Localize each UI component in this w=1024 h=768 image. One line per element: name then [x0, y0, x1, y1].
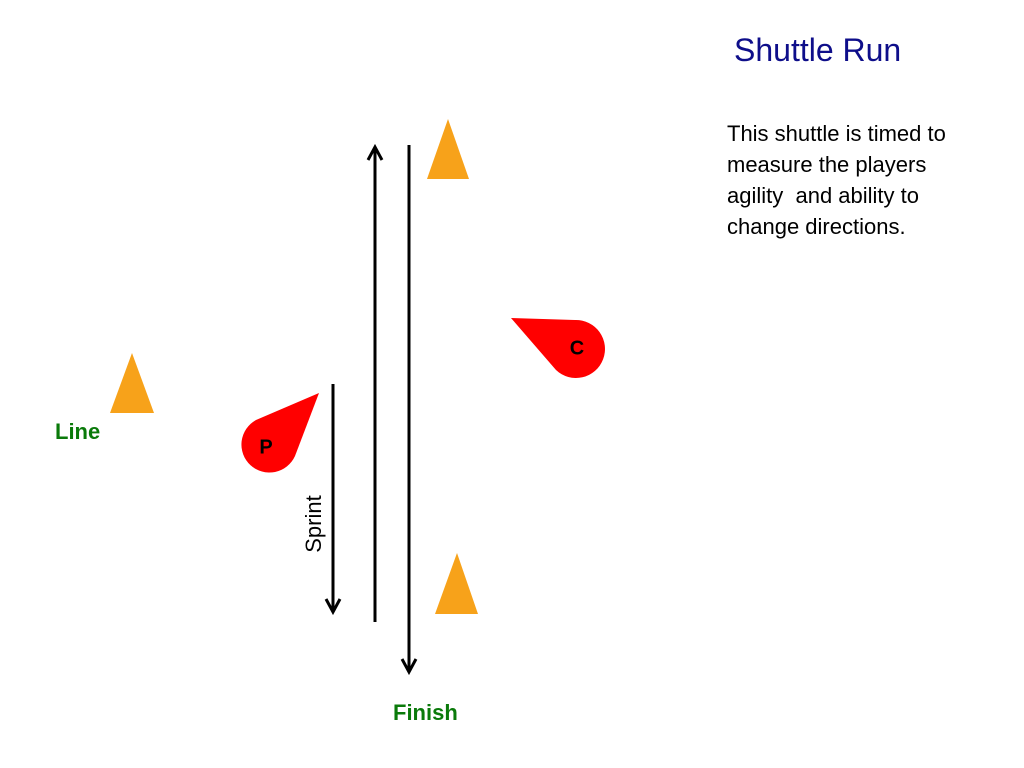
- cone-icon: [427, 119, 469, 179]
- sprint-label: Sprint: [301, 495, 326, 553]
- description-text: This shuttle is timed to measure the pla…: [727, 121, 952, 239]
- cone-icon: [435, 553, 478, 614]
- player-marker-icon: [241, 393, 319, 473]
- player-marker-label: P: [259, 436, 273, 459]
- sprint-arrow-icon: [324, 384, 342, 616]
- coach-marker-icon: [511, 318, 605, 378]
- line-label: Line: [55, 419, 101, 444]
- finish-label: Finish: [393, 700, 458, 725]
- slide-title: Shuttle Run: [734, 32, 902, 68]
- coach-marker-label: C: [569, 337, 585, 360]
- up-arrow-icon: [366, 143, 384, 622]
- cone-icon: [110, 353, 154, 413]
- down-arrow-icon: [400, 145, 418, 676]
